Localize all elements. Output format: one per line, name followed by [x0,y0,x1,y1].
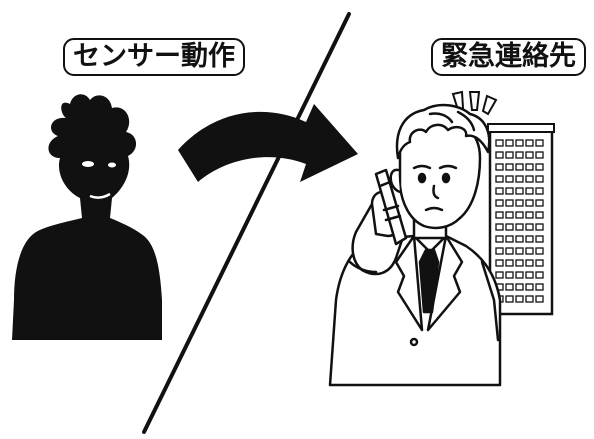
surprise-lines-icon [451,90,498,116]
curved-arrow-icon [178,104,358,182]
office-building-icon [487,123,555,316]
businessman-on-phone-icon [328,103,502,387]
emergency-contact-label: 緊急連絡先 [431,38,586,76]
silhouette-person-icon [12,94,162,341]
sensor-action-label: センサー動作 [63,38,245,76]
divider-line [142,12,351,434]
